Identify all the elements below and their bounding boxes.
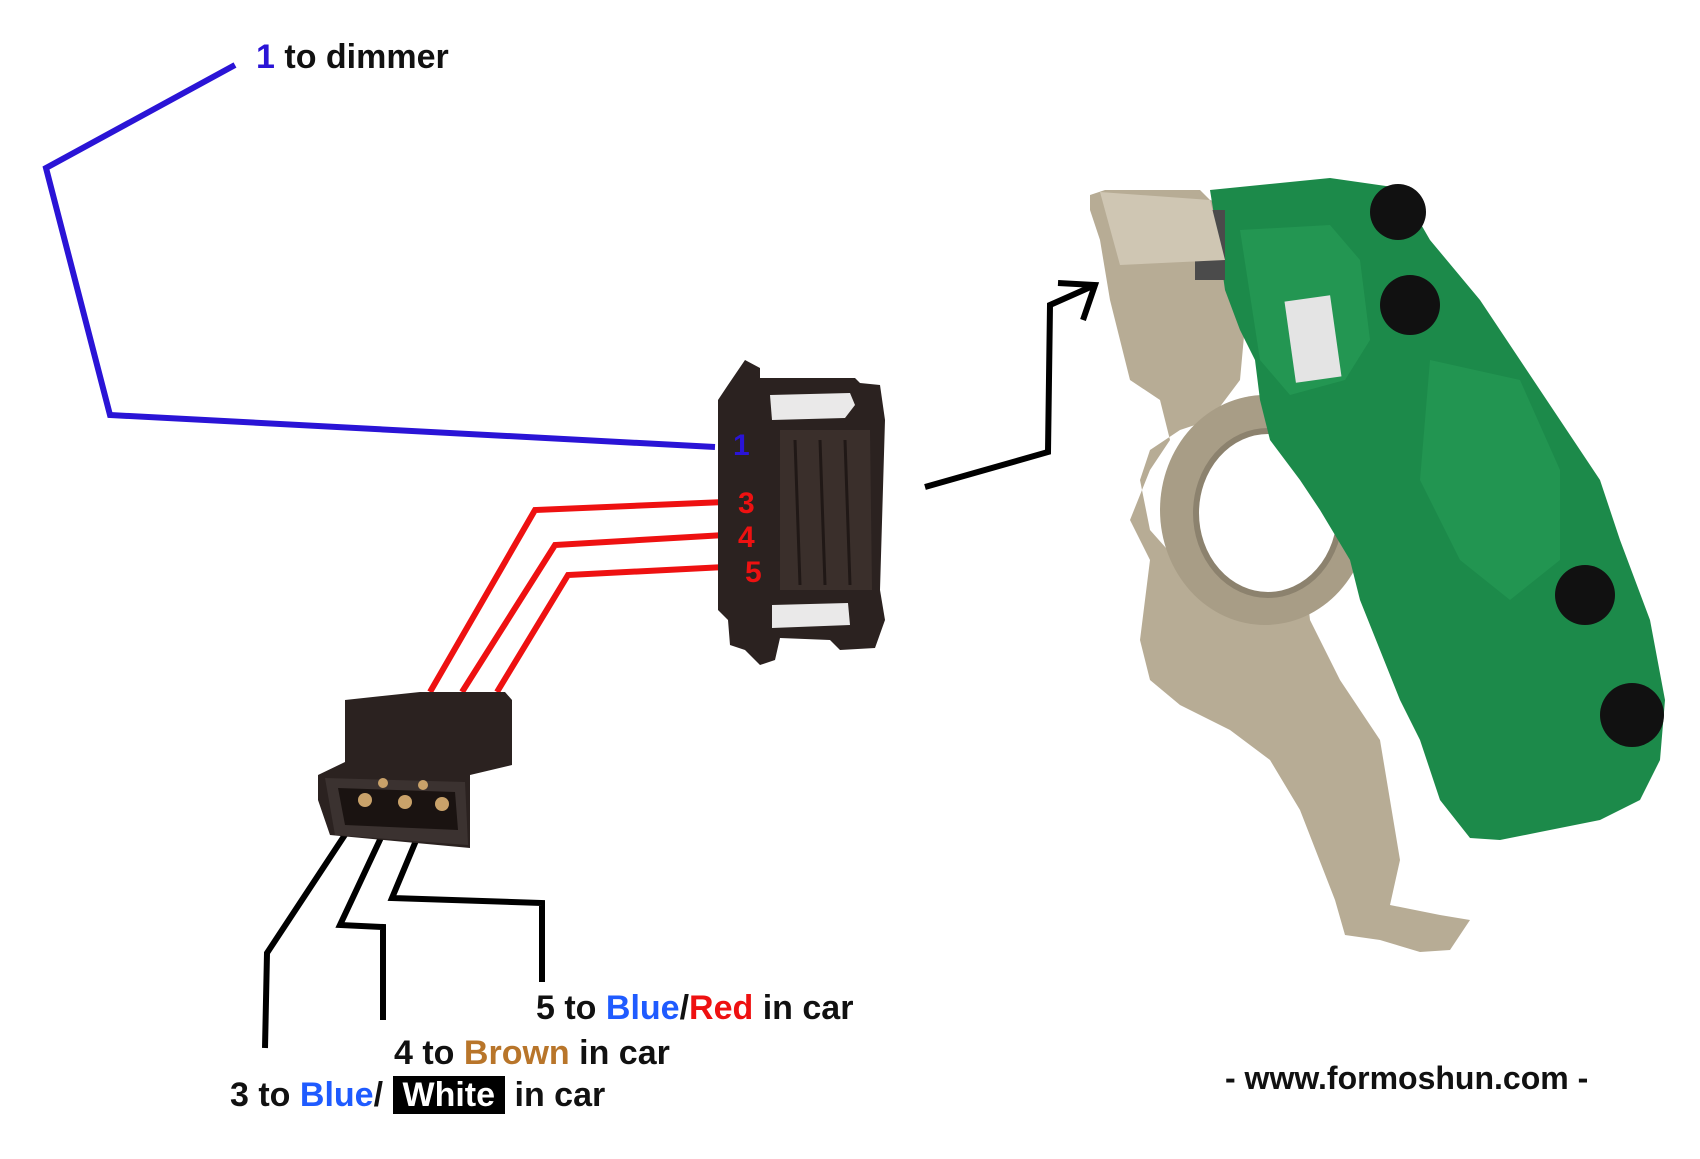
wire4-prefix: 4 to	[394, 1034, 464, 1072]
combination-switch-pcb-icon	[1090, 178, 1665, 952]
black-wires	[262, 810, 545, 1049]
dimmer-wire	[42, 62, 716, 450]
wire4-label: 4 to Brown in car	[394, 1034, 670, 1073]
wire3-label: 3 to Blue/ White in car	[230, 1076, 605, 1115]
wire5-label: 5 to Blue/Red in car	[536, 989, 853, 1028]
wire4-suffix: in car	[569, 1034, 670, 1072]
pin-4-label: 4	[738, 521, 755, 554]
black-wire-4	[335, 810, 396, 1020]
black-wire-3	[262, 810, 363, 1049]
wire5-color-blue: Blue	[605, 989, 680, 1027]
red-wires	[427, 499, 726, 694]
pin-1-label: 1	[733, 429, 750, 462]
wire5-prefix: 5 to	[536, 989, 606, 1027]
black-wire-5	[387, 810, 545, 982]
wire3-suffix: in car	[505, 1076, 606, 1114]
wire5-color-red: Red	[689, 989, 754, 1027]
connector-6pin-icon	[718, 360, 885, 665]
dimmer-pin-number: 1	[256, 38, 275, 76]
wire4-color-brown: Brown	[463, 1034, 570, 1072]
connector-3pin-icon	[318, 692, 512, 848]
arrow-right-up-icon	[924, 280, 1100, 490]
dimmer-text: to dimmer	[274, 38, 449, 76]
dimmer-label: 1 to dimmer	[256, 38, 449, 77]
wire5-suffix: in car	[753, 989, 854, 1027]
wire3-prefix: 3 to	[230, 1076, 300, 1114]
red-wire-4	[459, 532, 726, 694]
pin-5-label: 5	[745, 556, 762, 589]
pin-3-label: 3	[738, 487, 755, 520]
wire5-sep: /	[679, 989, 690, 1027]
wire3-color-white: White	[392, 1076, 506, 1114]
red-wire-5	[494, 564, 726, 694]
wire3-sep: /	[373, 1076, 393, 1114]
wire3-color-blue: Blue	[299, 1076, 374, 1114]
website-label: - www.formoshun.com -	[1225, 1060, 1589, 1096]
red-wire-3	[427, 499, 726, 694]
